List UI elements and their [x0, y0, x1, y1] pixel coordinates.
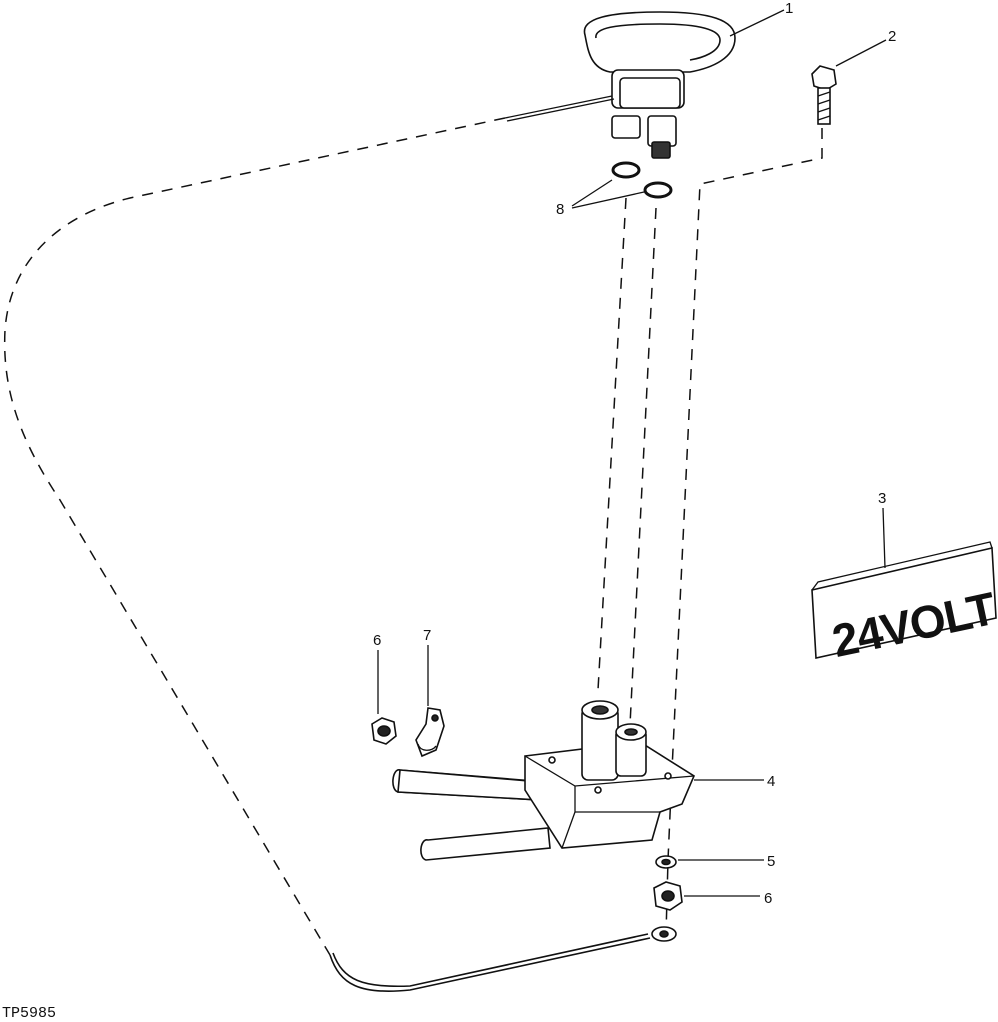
callout-5: 5 — [767, 853, 775, 870]
dash-line-terminal-right — [629, 207, 657, 726]
dash-line-bolt — [665, 128, 823, 936]
callout-2: 2 — [888, 28, 896, 45]
callout-8: 8 — [556, 201, 564, 218]
callout-3: 3 — [878, 490, 886, 507]
cap-screw — [811, 65, 837, 125]
hex-nut-left — [371, 717, 397, 745]
cable-clip — [415, 707, 445, 758]
dash-line-terminal-left — [597, 197, 627, 691]
callout-4: 4 — [767, 773, 775, 790]
callout-7: 7 — [423, 627, 431, 644]
figure-id: TP5985 — [2, 1005, 56, 1022]
leader-lines — [377, 9, 887, 897]
cable-route-dashed — [3, 117, 506, 956]
callout-1: 1 — [785, 0, 793, 17]
ground-cable — [329, 926, 677, 993]
callout-6-bottom: 6 — [764, 890, 772, 907]
hex-nut-bottom — [653, 881, 683, 911]
flat-washer — [655, 855, 677, 869]
lock-washers — [611, 161, 673, 199]
terminal-block — [392, 700, 696, 861]
switch-assembly — [504, 11, 736, 159]
callout-6-left: 6 — [373, 632, 381, 649]
voltage-decal: 24VOLT — [811, 541, 998, 667]
